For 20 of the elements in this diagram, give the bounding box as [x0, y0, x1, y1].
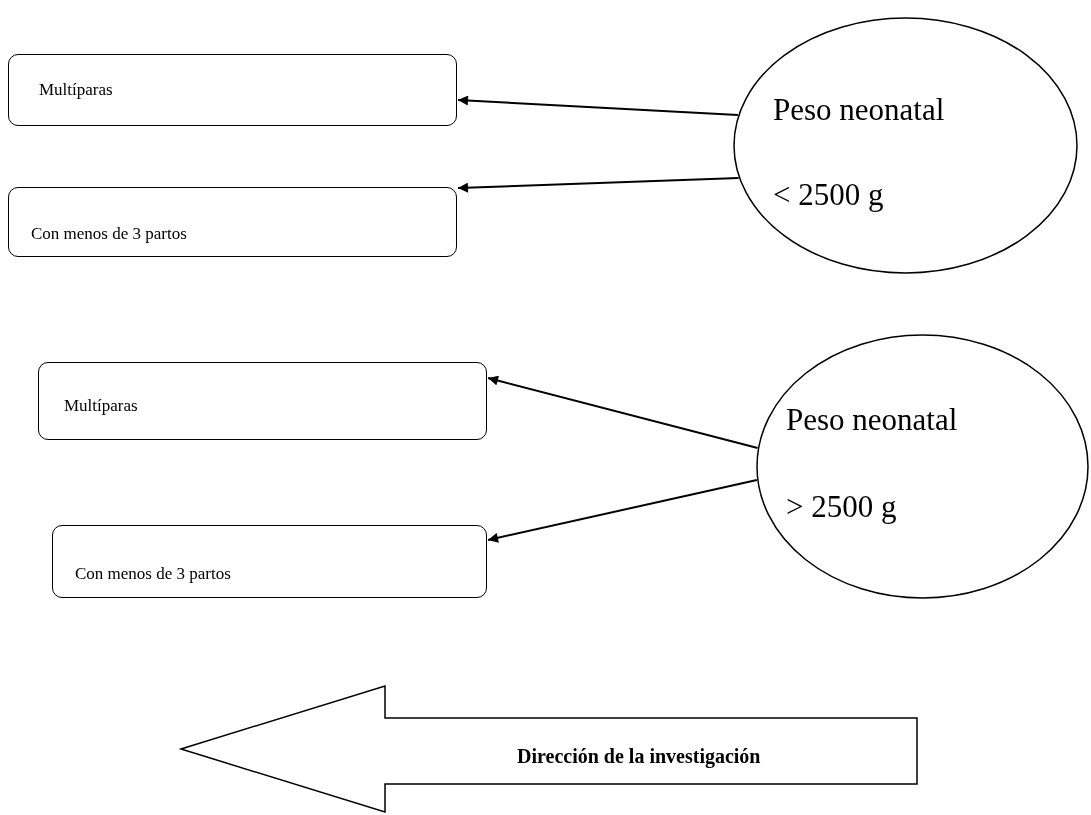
- node-label: Con menos de 3 partos: [31, 224, 187, 244]
- node-label: Multíparas: [64, 396, 138, 416]
- arrow-label: Dirección de la investigación: [517, 745, 761, 768]
- ellipse-node: [756, 334, 1089, 599]
- block-arrow: [180, 685, 918, 813]
- arrow: [457, 95, 739, 116]
- rounded-box: [38, 362, 487, 440]
- arrow: [487, 479, 758, 543]
- arrow: [487, 375, 759, 449]
- rounded-box: [8, 187, 457, 257]
- rounded-box: [8, 54, 457, 126]
- node-label: Peso neonatal: [786, 402, 958, 438]
- arrow: [457, 177, 740, 193]
- node-label: > 2500 g: [786, 489, 897, 525]
- node-label: Multíparas: [39, 80, 113, 100]
- ellipse-node: [733, 17, 1078, 274]
- node-label: < 2500 g: [773, 177, 884, 213]
- node-label: Con menos de 3 partos: [75, 564, 231, 584]
- rounded-box: [52, 525, 487, 598]
- node-label: Peso neonatal: [773, 92, 945, 128]
